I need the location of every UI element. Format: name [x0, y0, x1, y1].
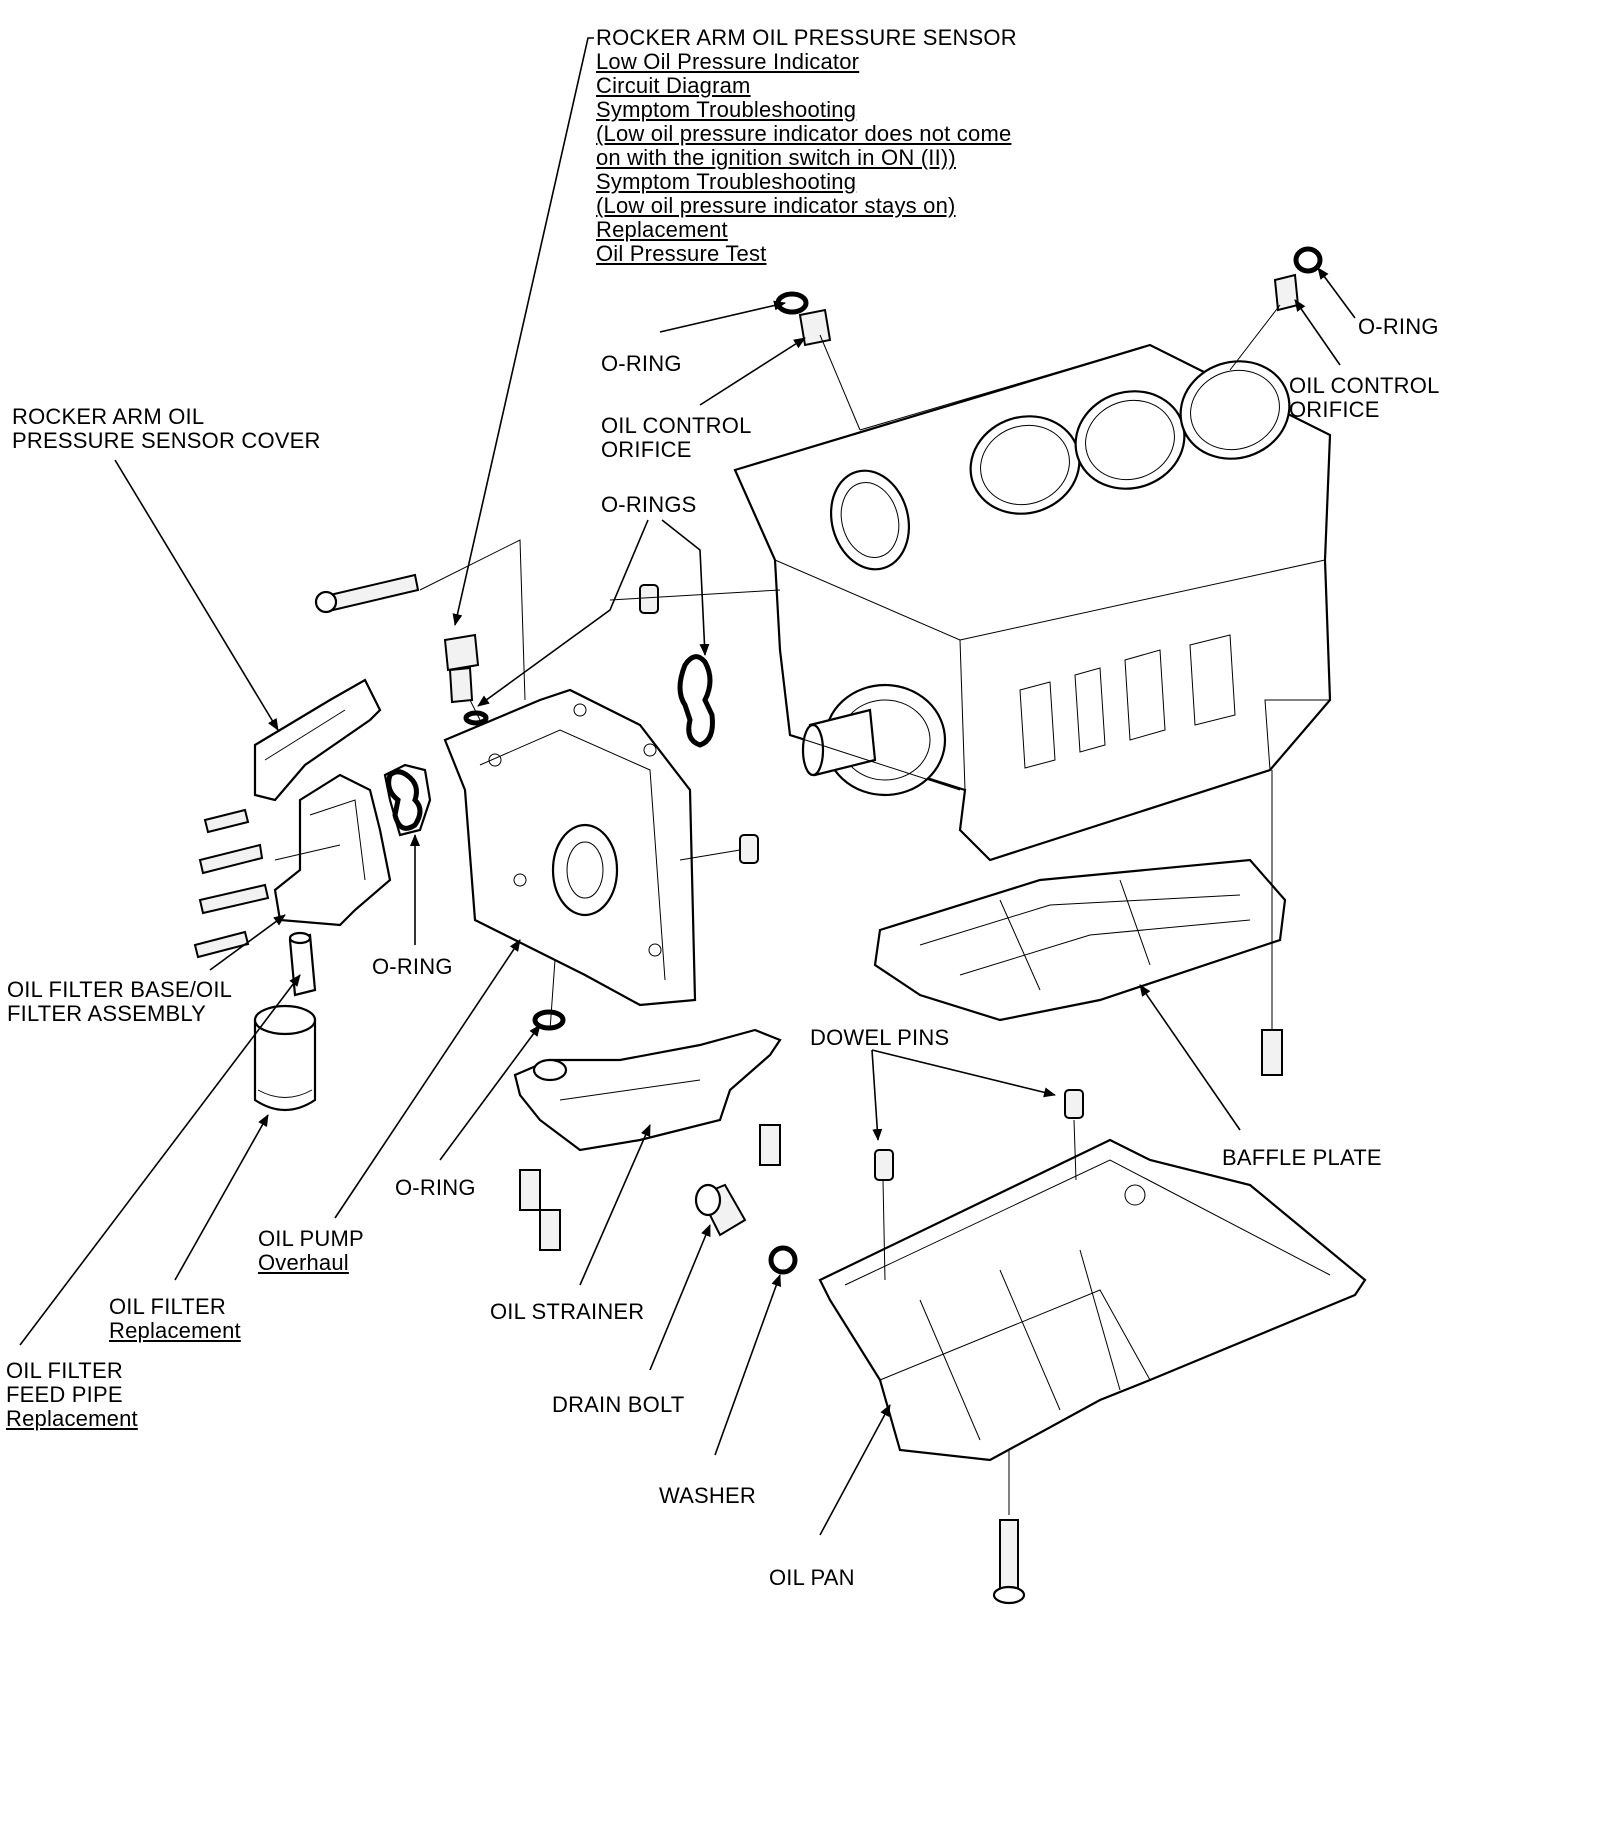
link-oil-filter-feed-pipe-replacement[interactable]: Replacement	[6, 1406, 138, 1431]
label-drain-bolt: DRAIN BOLT	[552, 1392, 685, 1417]
fasteners-and-small-parts	[193, 273, 1300, 1605]
oil-filter-base	[273, 763, 432, 927]
o-ring-gaskets	[386, 246, 1323, 1275]
label-oil-pump: OIL PUMP Overhaul	[258, 1227, 364, 1275]
label-line: OIL CONTROL	[1289, 373, 1440, 398]
label-o-ring-top-left: O-RING	[601, 351, 682, 376]
link-symptom-troubleshooting-2[interactable]: Symptom Troubleshooting	[596, 169, 857, 194]
label-oil-filter: OIL FILTER Replacement	[109, 1295, 241, 1343]
alignment-lines	[274, 304, 1281, 1515]
label-line: ORIFICE	[601, 437, 692, 462]
label-line: OIL PUMP	[258, 1226, 364, 1251]
label-o-ring-top-right: O-RING	[1358, 314, 1439, 339]
oil-pan	[818, 1138, 1367, 1462]
label-o-ring-lower: O-RING	[395, 1175, 476, 1200]
label-oil-pan: OIL PAN	[769, 1565, 855, 1590]
label-line: ROCKER ARM OIL	[12, 404, 205, 429]
label-line: FEED PIPE	[6, 1382, 123, 1407]
link-low-oil-pressure-indicator[interactable]: Low Oil Pressure Indicator	[596, 49, 860, 74]
label-oil-filter-base: OIL FILTER BASE/OIL FILTER ASSEMBLY	[7, 978, 232, 1026]
label-oil-filter-feed-pipe: OIL FILTER FEED PIPE Replacement	[6, 1359, 138, 1431]
oil-strainer	[513, 1028, 782, 1152]
label-rocker-arm-oil-pressure-sensor-cover: ROCKER ARM OIL PRESSURE SENSOR COVER	[12, 405, 321, 453]
label-line: FILTER ASSEMBLY	[7, 1001, 207, 1026]
label-oil-control-orifice-left: OIL CONTROL ORIFICE	[601, 414, 752, 462]
label-line: OIL FILTER	[109, 1294, 226, 1319]
label-line: OIL CONTROL	[601, 413, 752, 438]
label-oil-strainer: OIL STRAINER	[490, 1299, 645, 1324]
sensor-cover	[253, 678, 382, 802]
label-washer: WASHER	[659, 1483, 756, 1508]
rocker-arm-oil-pressure-sensor-callout: ROCKER ARM OIL PRESSURE SENSOR Low Oil P…	[596, 26, 1017, 266]
label-oil-control-orifice-right: OIL CONTROL ORIFICE	[1289, 374, 1440, 422]
link-symptom-troubleshooting-2-detail[interactable]: (Low oil pressure indicator stays on)	[596, 193, 956, 218]
label-line: OIL FILTER	[6, 1358, 123, 1383]
label-dowel-pins: DOWEL PINS	[810, 1025, 950, 1050]
link-oil-pump-overhaul[interactable]: Overhaul	[258, 1250, 349, 1275]
engine-block	[733, 343, 1332, 862]
link-oil-filter-replacement[interactable]: Replacement	[109, 1318, 241, 1343]
label-line: PRESSURE SENSOR COVER	[12, 428, 321, 453]
link-circuit-diagram[interactable]: Circuit Diagram	[596, 73, 751, 98]
label-o-rings: O-RINGS	[601, 492, 697, 517]
label-line: OIL FILTER BASE/OIL	[7, 977, 233, 1002]
link-symptom-troubleshooting-1-detail-a[interactable]: (Low oil pressure indicator does not com…	[596, 121, 1012, 146]
label-baffle-plate: BAFFLE PLATE	[1222, 1145, 1382, 1170]
link-symptom-troubleshooting-1[interactable]: Symptom Troubleshooting	[596, 97, 857, 122]
oil-pump	[443, 688, 697, 1007]
label-line: ORIFICE	[1289, 397, 1380, 422]
rocker-arm-oil-pressure-sensor-title: ROCKER ARM OIL PRESSURE SENSOR	[596, 25, 1017, 50]
baffle-plate	[873, 858, 1287, 1022]
label-o-ring-middle: O-RING	[372, 954, 453, 979]
link-sensor-replacement[interactable]: Replacement	[596, 217, 728, 242]
link-symptom-troubleshooting-1-detail-b[interactable]: on with the ignition switch in ON (II))	[596, 145, 956, 170]
link-oil-pressure-test[interactable]: Oil Pressure Test	[596, 241, 767, 266]
leader-lines	[19, 37, 1356, 1536]
